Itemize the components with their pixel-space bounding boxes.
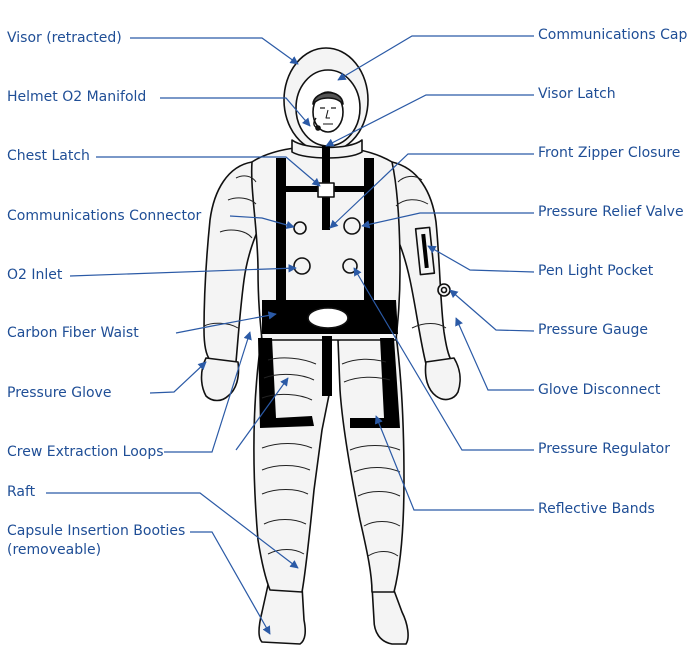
label-capsule-insertion-booties-line2: (removeable) [7, 542, 102, 558]
label-capsule-insertion-booties: Capsule Insertion Booties [7, 523, 186, 539]
pressure-relief-valve-fitting [343, 217, 361, 235]
label-crew-extraction-loops: Crew Extraction Loops [7, 444, 164, 460]
leader-pressure-gauge [449, 289, 535, 332]
spacesuit-figure [200, 47, 461, 645]
label-chest-latch: Chest Latch [7, 148, 90, 164]
label-reflective-bands: Reflective Bands [538, 501, 655, 517]
leg-band-left [258, 338, 314, 428]
leader-visor-latch [325, 94, 534, 147]
label-communications-connector: Communications Connector [7, 208, 202, 224]
leader-glove-disconnect [455, 317, 534, 391]
leader-pressure-glove [149, 361, 207, 394]
label-front-zipper-closure: Front Zipper Closure [538, 145, 681, 161]
label-helmet-o2-manifold: Helmet O2 Manifold [7, 89, 147, 105]
leader-visor [130, 37, 299, 65]
label-pressure-regulator: Pressure Regulator [538, 441, 670, 457]
leader-communications-cap [337, 35, 534, 81]
hair [312, 91, 344, 105]
crotch-band [322, 336, 332, 396]
leader-pressure-regulator [353, 267, 534, 451]
harness-strap-left [276, 158, 286, 308]
leader-o2-inlet [69, 264, 297, 277]
leader-reflective-bands [374, 415, 534, 511]
label-raft: Raft [7, 484, 36, 500]
leader-raft [46, 492, 299, 569]
leader-crew-extraction-loops [164, 331, 252, 453]
leader-crew-extraction-loops-2 [235, 377, 289, 451]
leader-communications-connector [229, 215, 295, 229]
label-pressure-relief-valve: Pressure Relief Valve [538, 204, 684, 220]
leader-helmet-o2-manifold [160, 97, 311, 127]
label-pressure-gauge: Pressure Gauge [538, 322, 649, 338]
chest-latch-box [317, 182, 335, 198]
label-pen-light-pocket: Pen Light Pocket [538, 263, 654, 279]
leader-carbon-fiber-waist [175, 311, 277, 334]
right-boot [371, 584, 409, 645]
suit-seam-lines [203, 175, 447, 557]
right-glove [424, 357, 461, 401]
label-communications-cap: Communications Cap [538, 27, 688, 43]
leader-lines [46, 35, 535, 635]
pen-light-slot [421, 233, 429, 269]
label-o2-inlet: O2 Inlet [7, 267, 63, 283]
leader-pen-light-pocket [427, 245, 535, 273]
leader-capsule-insertion-booties [190, 531, 271, 635]
pressure-regulator-fitting [342, 258, 358, 274]
leader-front-zipper-closure [329, 153, 534, 229]
leader-chest-latch [96, 156, 321, 187]
left-boot [258, 584, 306, 645]
mic-tip [315, 125, 321, 131]
label-visor: Visor (retracted) [7, 30, 122, 46]
label-glove-disconnect: Glove Disconnect [538, 382, 661, 398]
label-pressure-glove: Pressure Glove [7, 385, 112, 401]
pressure-gauge-center [440, 286, 448, 294]
communications-connector-fitting [293, 221, 307, 235]
harness-strap-right [364, 158, 374, 308]
label-carbon-fiber-waist: Carbon Fiber Waist [7, 325, 139, 341]
nose [325, 109, 330, 119]
label-visor-latch: Visor Latch [538, 86, 616, 102]
leg-band-right [350, 338, 400, 428]
left-glove [200, 357, 240, 402]
waist-buckle [307, 307, 349, 329]
harness [258, 146, 400, 428]
o2-inlet-fitting [293, 257, 311, 275]
leader-pressure-relief-valve [361, 212, 534, 229]
